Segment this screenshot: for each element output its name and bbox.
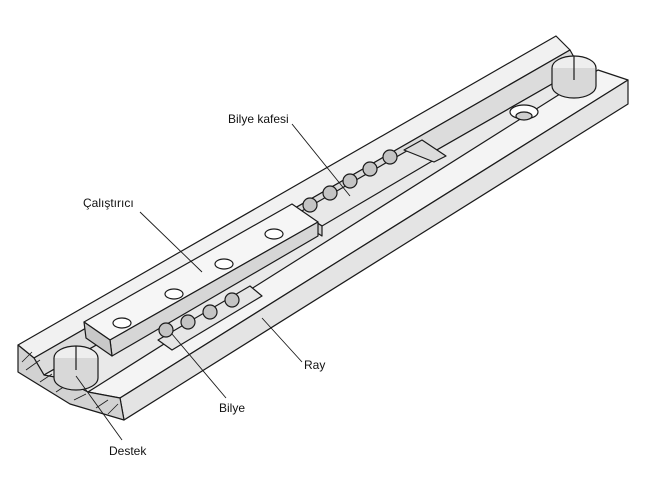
cage-ball: [323, 186, 337, 200]
leader-support: [76, 376, 122, 440]
cage-ball: [303, 198, 317, 212]
label-support: Destek: [109, 444, 147, 458]
ball: [203, 305, 217, 319]
leader-ball: [172, 334, 226, 398]
label-actuator: Çalıştırıcı: [83, 196, 134, 210]
leader-rail: [262, 318, 302, 362]
leader-ball-cage: [292, 124, 350, 196]
far-stop-body: [552, 68, 596, 98]
actuator-side: [84, 322, 112, 356]
cage-ball: [383, 150, 397, 164]
rail-front-wall-top: [88, 70, 628, 398]
label-rail: Ray: [304, 358, 326, 372]
ball: [225, 293, 239, 307]
ball: [181, 315, 195, 329]
actuator-hole: [113, 318, 131, 328]
ball: [159, 323, 173, 337]
actuator-hole: [165, 289, 183, 299]
label-ball: Bilye: [219, 401, 246, 415]
leader-actuator: [140, 212, 202, 272]
actuator-hole: [265, 229, 283, 239]
cage-ball: [343, 174, 357, 188]
cage-ball: [363, 162, 377, 176]
near-stop-body: [54, 358, 98, 390]
actuator-hole: [215, 259, 233, 269]
rail-end-section: [18, 345, 124, 420]
label-ball-cage: Bilye kafesi: [228, 112, 289, 126]
